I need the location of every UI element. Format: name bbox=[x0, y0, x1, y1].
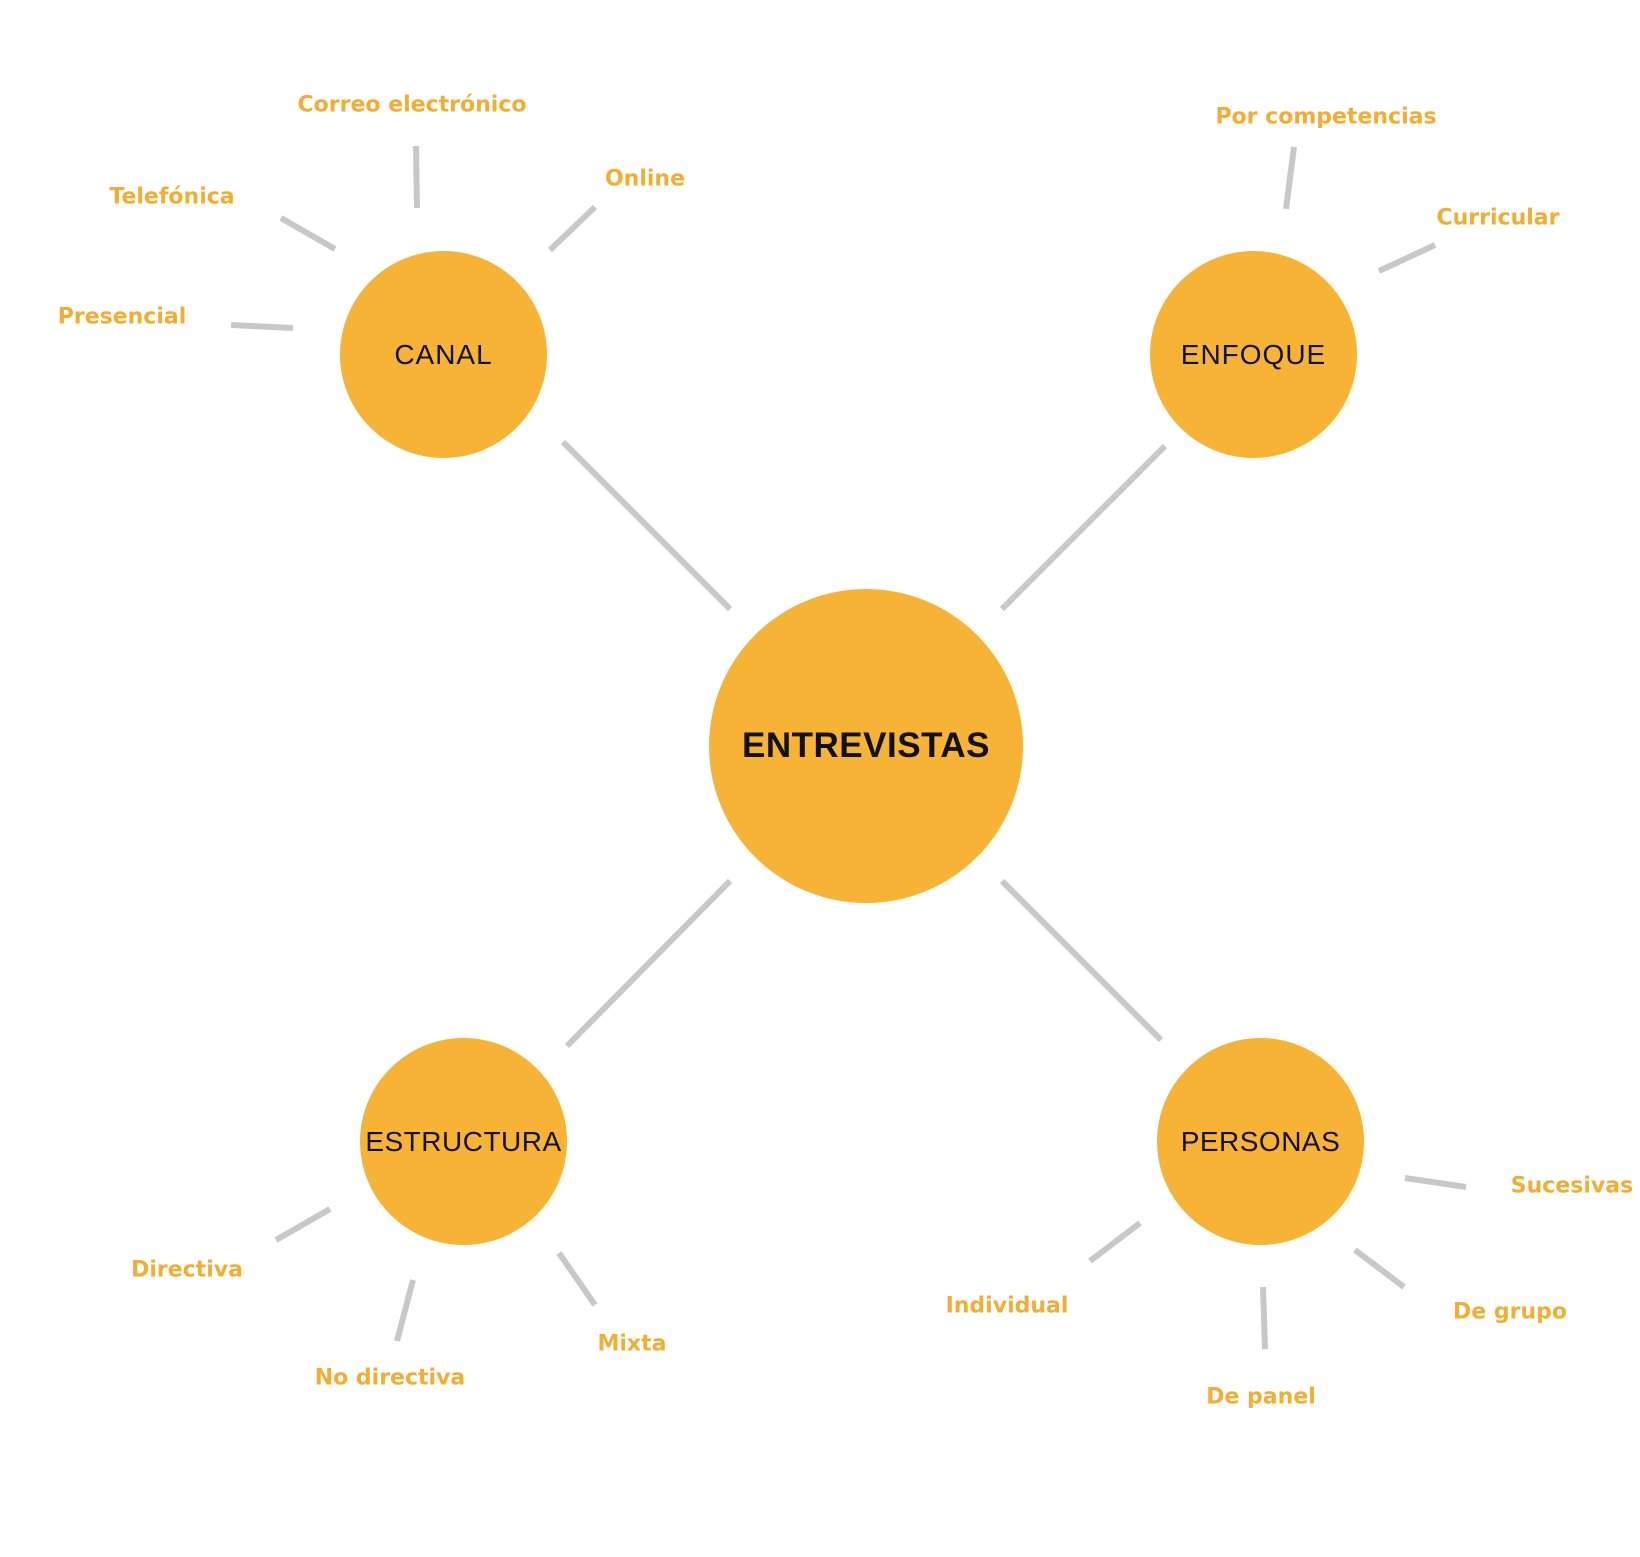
connector-canal-telefonica bbox=[279, 215, 337, 252]
connector-canal-correo bbox=[413, 145, 420, 209]
leaf-directiva: Directiva bbox=[131, 1257, 243, 1283]
connector-personas-sucesivas bbox=[1404, 1175, 1467, 1190]
branch-label-personas: PERSONAS bbox=[1180, 1125, 1341, 1157]
connector-center-personas bbox=[999, 878, 1164, 1043]
connector-personas-depanel bbox=[1260, 1286, 1268, 1350]
branch-node-canal: CANAL bbox=[340, 251, 547, 458]
branch-node-personas: PERSONAS bbox=[1157, 1038, 1364, 1245]
connector-canal-online bbox=[547, 204, 598, 253]
center-node: ENTREVISTAS bbox=[709, 589, 1023, 903]
connector-estructura-nodirectiva bbox=[394, 1279, 416, 1342]
branch-label-canal: CANAL bbox=[394, 338, 493, 370]
leaf-no-directiva: No directiva bbox=[314, 1365, 466, 1391]
leaf-telefonica: Telefónica bbox=[109, 184, 235, 210]
leaf-correo-electronico: Correo electrónico bbox=[297, 92, 527, 118]
branch-node-estructura: ESTRUCTURA bbox=[360, 1038, 567, 1245]
leaf-de-panel: De panel bbox=[1206, 1384, 1316, 1410]
leaf-online: Online bbox=[604, 166, 686, 192]
leaf-mixta: Mixta bbox=[597, 1331, 667, 1357]
leaf-por-competencias: Por competencias bbox=[1215, 104, 1437, 130]
connector-center-canal bbox=[560, 439, 733, 612]
leaf-sucesivas: Sucesivas bbox=[1510, 1173, 1634, 1199]
connector-center-enfoque bbox=[999, 443, 1168, 612]
center-node-label: ENTREVISTAS bbox=[742, 726, 990, 765]
connector-estructura-mixta bbox=[556, 1251, 598, 1307]
branch-node-enfoque: ENFOQUE bbox=[1150, 251, 1357, 458]
connector-enfoque-competencias bbox=[1283, 146, 1297, 210]
connector-center-estructura bbox=[564, 878, 733, 1049]
branch-label-estructura: ESTRUCTURA bbox=[365, 1125, 562, 1157]
branch-label-enfoque: ENFOQUE bbox=[1180, 338, 1327, 370]
leaf-presencial: Presencial bbox=[57, 304, 187, 330]
connector-personas-degrupo bbox=[1353, 1247, 1406, 1290]
connector-personas-individual bbox=[1088, 1220, 1142, 1264]
leaf-individual: Individual bbox=[945, 1293, 1069, 1319]
connector-estructura-directiva bbox=[274, 1206, 332, 1243]
connector-enfoque-curricular bbox=[1377, 242, 1437, 274]
leaf-de-grupo: De grupo bbox=[1453, 1299, 1567, 1325]
connector-canal-presencial bbox=[230, 322, 294, 331]
leaf-curricular: Curricular bbox=[1436, 205, 1560, 231]
